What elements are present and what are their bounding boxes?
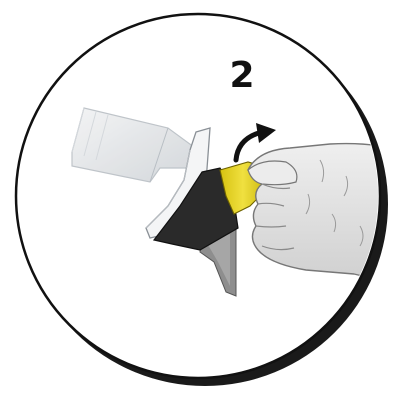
step-number: 2 xyxy=(222,56,262,96)
